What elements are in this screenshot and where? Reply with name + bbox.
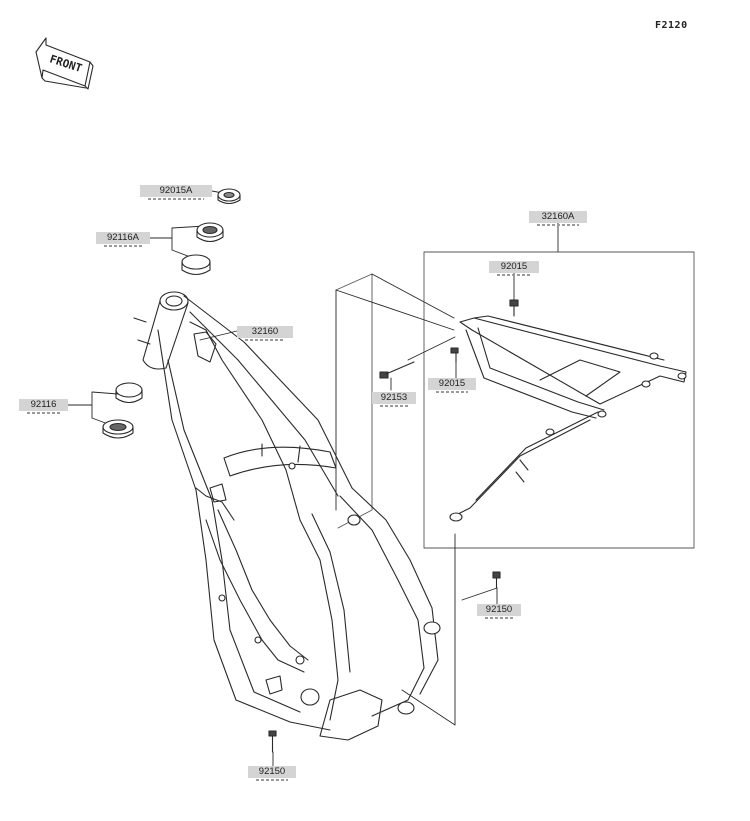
callout-92116[interactable]: 92116 [19, 399, 68, 414]
figure-number: F2120 [655, 20, 688, 31]
bolt-92150-bottom-icon [268, 730, 277, 753]
front-direction-arrow-icon: FRONT [35, 37, 94, 90]
callout-code: 92153 [380, 392, 408, 403]
callout-code: 32160A [541, 211, 575, 222]
callout-92116A[interactable]: 92116A [96, 232, 150, 247]
callout-code: 92015A [159, 185, 193, 196]
callout-92150-bottom[interactable]: 92150 [248, 766, 296, 781]
bolt-92015-top-icon [509, 299, 519, 317]
callout-code: 92150 [485, 604, 513, 615]
callout-code: 92015 [438, 378, 466, 389]
callout-code: 92116A [106, 232, 140, 243]
callout-code: 92015 [500, 261, 528, 272]
bolt-92015-mid-icon [450, 347, 459, 363]
callout-code: 92116 [30, 399, 57, 410]
bolt-92153-icon [379, 361, 415, 379]
bearing-92015A-icon [217, 188, 241, 205]
bolt-92150-right-icon [492, 571, 501, 589]
callout-code: 32160 [251, 326, 279, 337]
bearing-92116A-icon [181, 222, 224, 276]
callout-92015-top[interactable]: 92015 [489, 261, 539, 276]
callout-32160A[interactable]: 32160A [529, 211, 587, 226]
callout-92015A[interactable]: 92015A [140, 185, 212, 200]
callout-32160[interactable]: 32160 [237, 326, 293, 341]
main-frame-32160-icon [133, 291, 441, 741]
callout-92150-right[interactable]: 92150 [477, 604, 521, 619]
leader-lines [67, 190, 695, 767]
bearing-92116-icon [102, 382, 143, 439]
callout-code: 92150 [258, 766, 286, 777]
callout-92153[interactable]: 92153 [372, 392, 416, 407]
callout-92015-mid[interactable]: 92015 [428, 378, 476, 393]
subframe-32160A-icon [449, 315, 687, 522]
